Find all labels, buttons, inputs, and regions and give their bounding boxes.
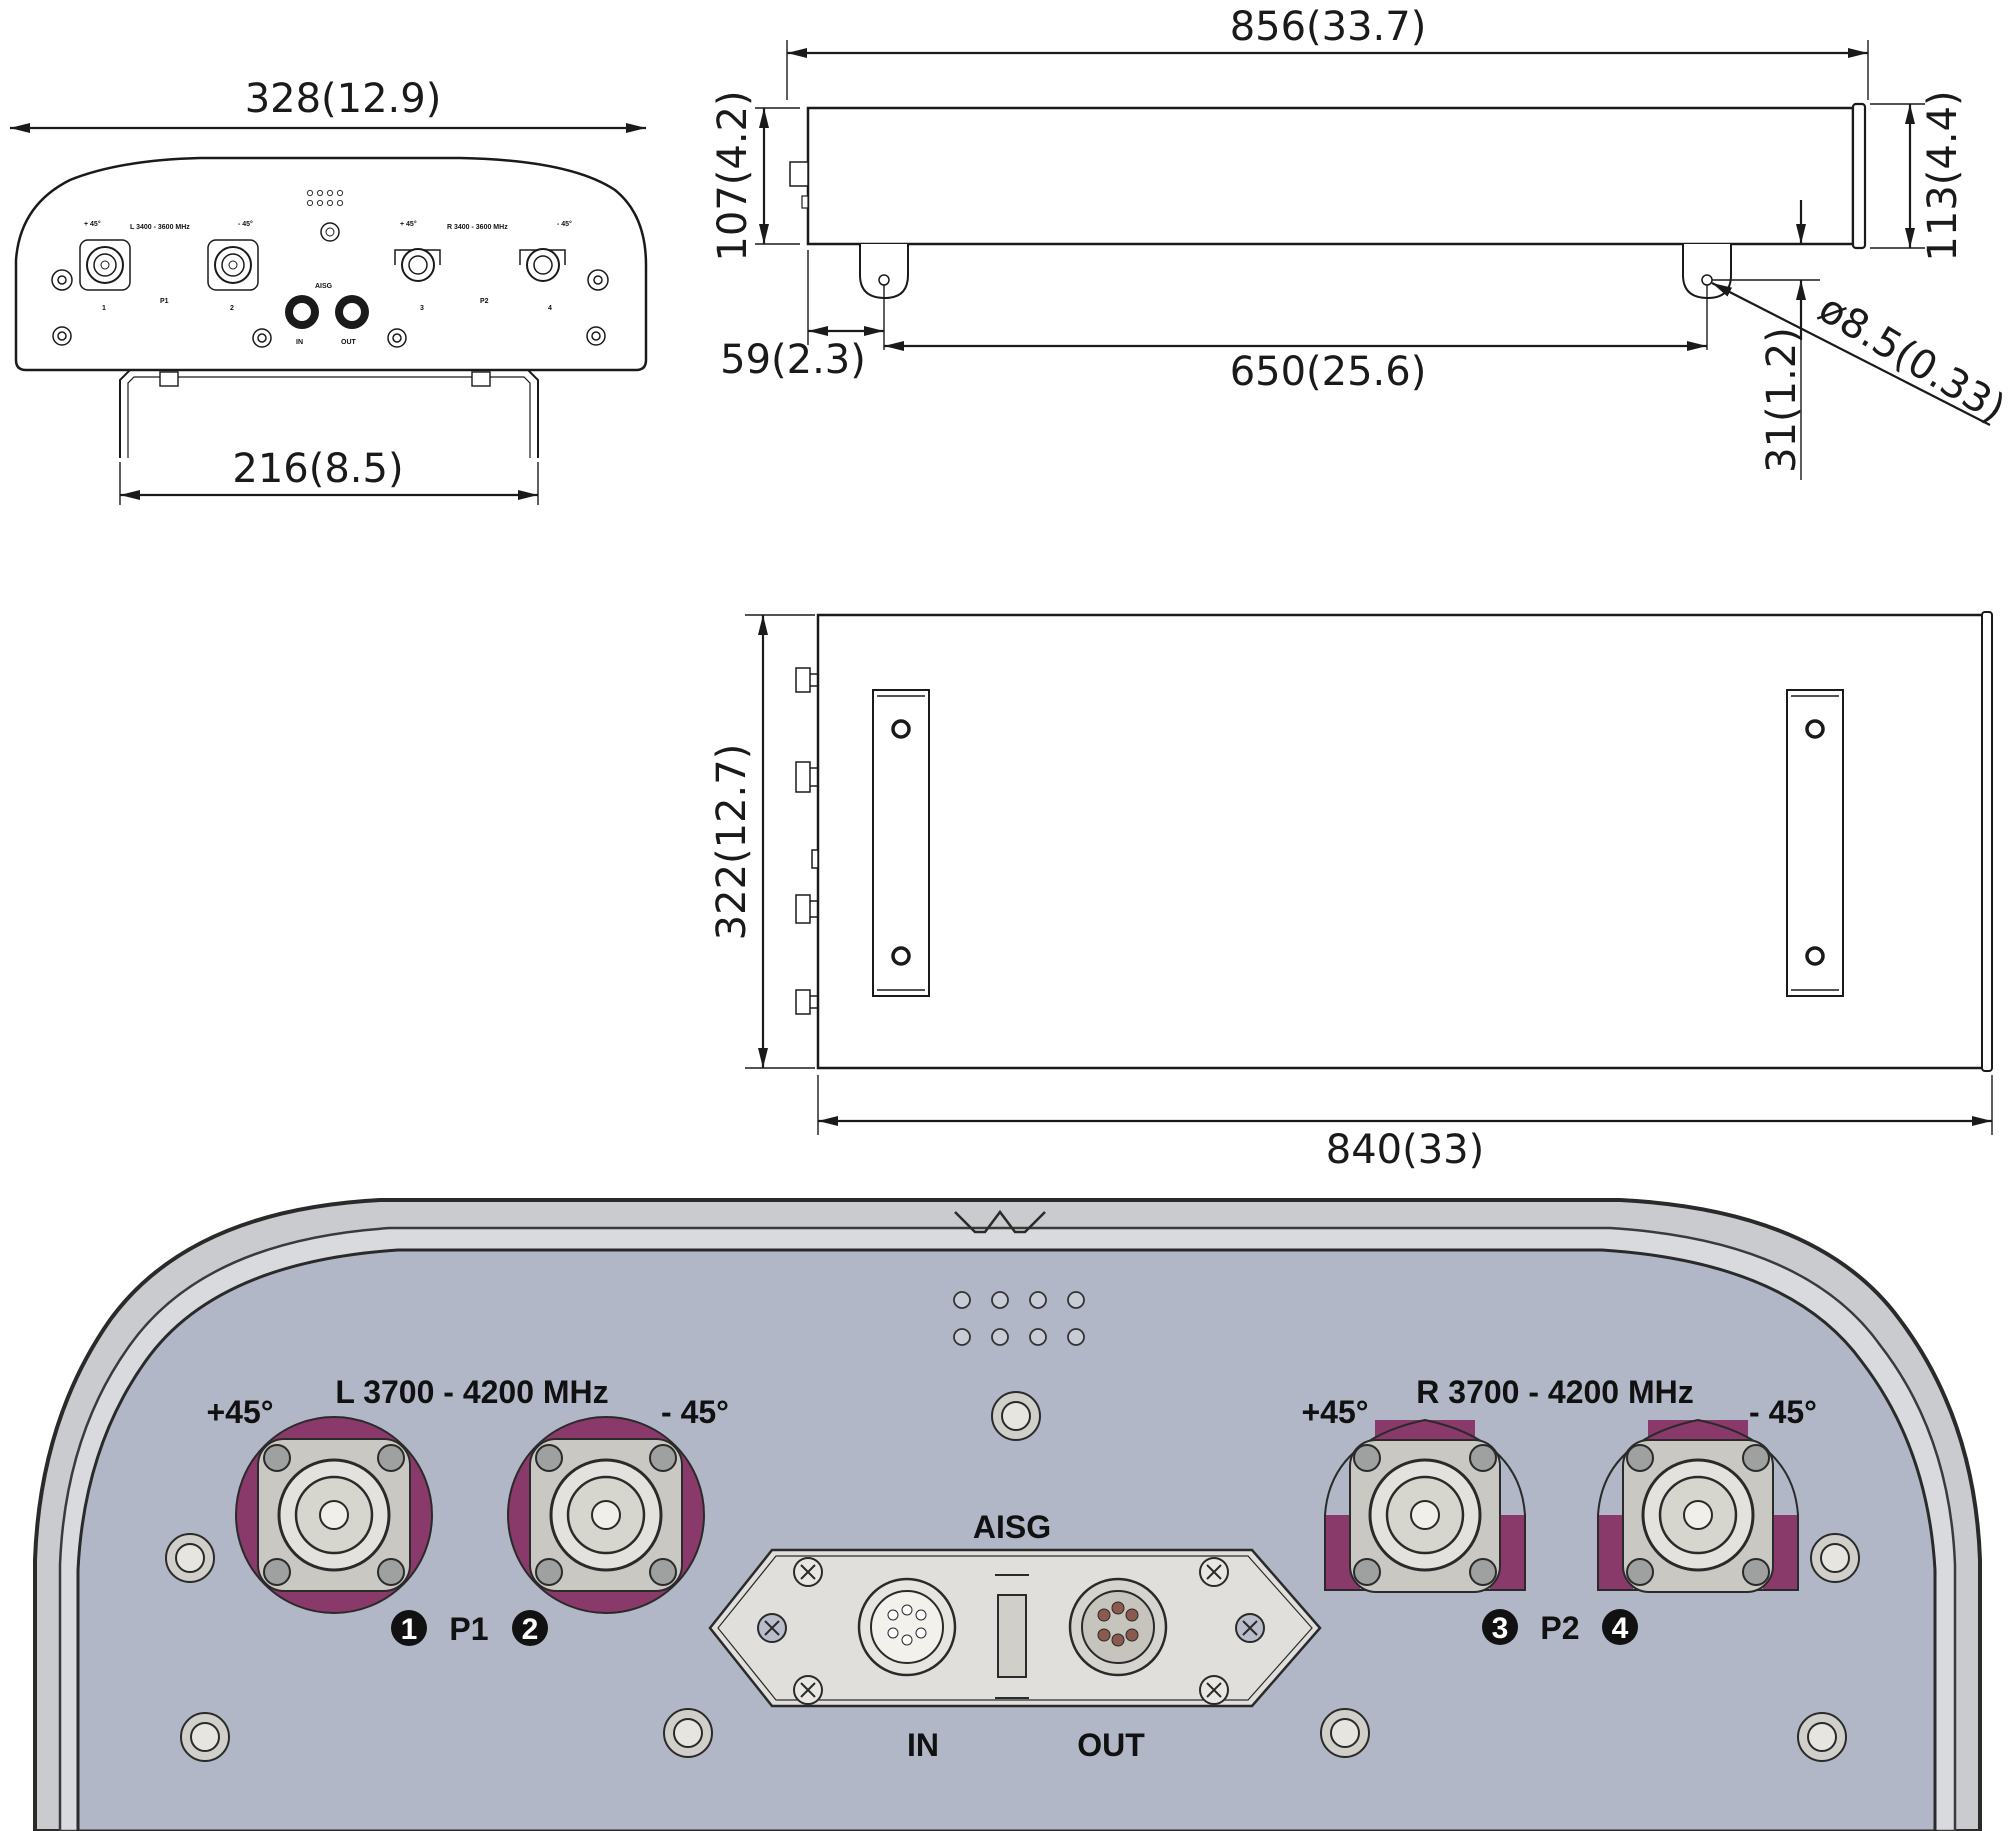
side-connector [789, 161, 809, 187]
small-minus45-left: - 45° [238, 220, 253, 228]
side-body [806, 106, 1855, 246]
label-plus45-right: +45° [1301, 1394, 1368, 1430]
vent-holes [953, 1291, 1085, 1346]
top-plate-right [1786, 689, 1844, 997]
small-vent-holes [306, 189, 344, 207]
label-band-left: L 3700 - 4200 MHz [335, 1374, 608, 1410]
small-aisg-in [285, 295, 319, 329]
leader-hole-diameter [1711, 282, 1991, 426]
dim-side-height-right: 113(4.4) [1920, 90, 1966, 261]
dim-top-length: 840(33) [1326, 1127, 1484, 1173]
small-aisg: AISG [315, 283, 333, 290]
dim-hole-diameter: ø8.5(0.33) [1811, 285, 2013, 432]
side-endcap [1851, 102, 1867, 250]
port-badges [391, 1609, 1638, 1646]
top-plate-left [872, 689, 930, 997]
dim-side-height-left: 107(4.2) [710, 90, 756, 261]
connector-3 [1324, 1418, 1526, 1593]
small-num-2: 2 [230, 305, 234, 312]
small-minus45-right: - 45° [557, 220, 572, 228]
side-bracket-left [859, 244, 909, 300]
small-screw-top [320, 222, 340, 242]
small-screws [51, 269, 609, 348]
dim-top-depth: 322(12.7) [709, 744, 755, 941]
bezel-notch [954, 1209, 1046, 1234]
aisg-label: AISG [973, 1509, 1051, 1545]
connector-1 [235, 1416, 433, 1614]
small-aisg-out [335, 295, 369, 329]
small-plus45-right: + 45° [400, 220, 417, 228]
dim-front-width: 328(12.9) [245, 76, 442, 122]
side-view: 856(33.7) 107(4.2) 113(4.4) 59(2.3) 650(… [710, 4, 2013, 480]
small-p1: P1 [160, 298, 169, 305]
small-plus45-left: + 45° [84, 220, 101, 228]
dim-bracket-drop: 31(1.2) [1759, 327, 1805, 473]
label-minus45-left: - 45° [661, 1394, 729, 1430]
small-p2: P2 [480, 298, 489, 305]
label-minus45-right: - 45° [1749, 1394, 1817, 1430]
small-out: OUT [341, 339, 357, 346]
port-num-4: 4 [1612, 1612, 1629, 1645]
small-connector-1 [79, 239, 131, 291]
small-connector-4 [519, 248, 566, 282]
small-num-4: 4 [548, 305, 552, 312]
small-connector-2 [207, 239, 259, 291]
port-num-1: 1 [401, 1613, 418, 1646]
front-panel-large: +45° L 3700 - 4200 MHz - 45° +45° R 3700… [33, 1198, 1982, 1831]
aisg-plate-inner [717, 1555, 1313, 1701]
small-connector-3 [394, 248, 441, 282]
small-bracket [119, 369, 539, 458]
front-view-small: 328(12.9) + 45° L 3400 - 3600 MHz - 45° … [10, 76, 648, 505]
port-label-p1: P1 [449, 1611, 488, 1647]
label-plus45-left: +45° [206, 1394, 273, 1430]
panel-face [76, 1248, 1937, 1831]
torx-screws [165, 1391, 1860, 1762]
small-band-right: R 3400 - 3600 MHz [447, 224, 508, 231]
port-num-3: 3 [1492, 1612, 1509, 1645]
aisg-center-slot [995, 1574, 1029, 1699]
small-band-left: L 3400 - 3600 MHz [130, 224, 190, 231]
aisg-in-connector [857, 1577, 957, 1677]
top-view: 322(12.7) 840(33) [709, 611, 1993, 1173]
dim-bracket-width: 216(8.5) [232, 446, 403, 492]
aisg-plate-screws [757, 1557, 1265, 1705]
top-endcap [1981, 611, 1993, 1072]
aisg-in-label: IN [907, 1727, 939, 1763]
connector-4 [1597, 1418, 1799, 1593]
dim-bracket-offset: 59(2.3) [720, 337, 866, 383]
dim-side-length: 856(33.7) [1230, 4, 1427, 50]
small-in: IN [296, 339, 303, 346]
label-band-right: R 3700 - 4200 MHz [1416, 1374, 1693, 1410]
small-housing [14, 156, 648, 372]
aisg-out-connector [1068, 1577, 1168, 1677]
small-num-3: 3 [420, 305, 424, 312]
side-stub [801, 195, 809, 209]
port-label-p2: P2 [1540, 1610, 1579, 1646]
dim-bracket-spacing: 650(25.6) [1230, 349, 1427, 395]
connector-2 [507, 1416, 705, 1614]
top-stubs [795, 667, 819, 1015]
port-num-2: 2 [522, 1613, 539, 1646]
small-num-1: 1 [102, 305, 106, 312]
aisg-out-label: OUT [1077, 1727, 1145, 1763]
